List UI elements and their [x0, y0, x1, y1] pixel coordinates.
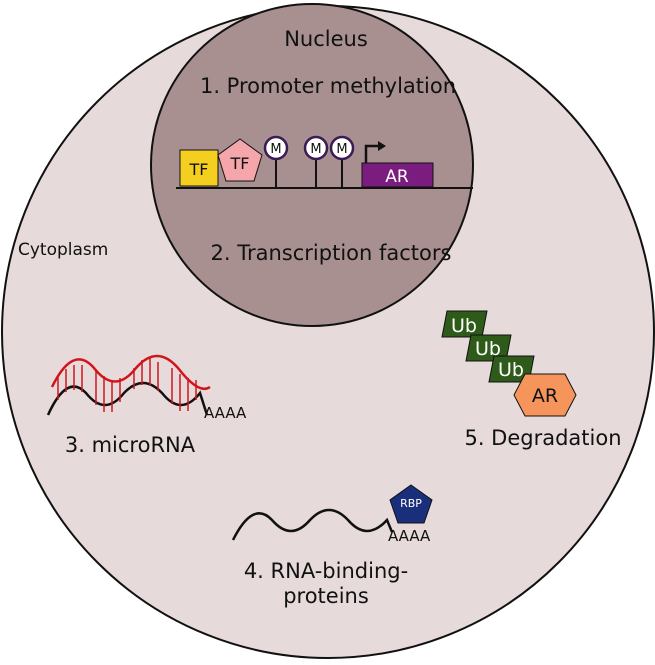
microrna-group: AAAA 3. microRNA — [46, 354, 247, 457]
nucleus-circle — [150, 3, 474, 327]
rbp-protein-label: RBP — [400, 497, 422, 510]
tf-pink-label: TF — [230, 154, 250, 173]
methyl-mark-2-label: M — [310, 142, 321, 157]
nucleus-label: Nucleus — [284, 27, 368, 51]
rbp-polya: AAAA — [388, 527, 431, 545]
ar-protein-hexagon — [513, 373, 577, 417]
methyl-mark-3-label: M — [336, 142, 347, 157]
ubiquitin-2-label: Ub — [475, 338, 501, 360]
tss-arrow — [364, 144, 378, 164]
rbp-group: RBP AAAA 4. RNA-binding- proteins — [231, 484, 433, 608]
tf-yellow-box — [179, 149, 219, 187]
ar-gene-label: AR — [385, 167, 409, 187]
methyl-mark-2 — [303, 135, 329, 161]
methyl-mark-1-label: M — [270, 142, 281, 157]
methyl-mark-3 — [329, 135, 355, 161]
tf-pink-pentagon — [217, 138, 263, 182]
gene-region: TF TF M M M AR — [176, 135, 473, 189]
promoter-methylation-label: 1. Promoter methylation — [200, 74, 456, 98]
tss-arrowhead — [378, 141, 386, 151]
rbp-label-line2: proteins — [283, 584, 369, 608]
tf-yellow-label: TF — [189, 160, 209, 179]
microrna-label: 3. microRNA — [65, 433, 196, 457]
ubiquitin-1-label: Ub — [451, 315, 477, 337]
transcription-factors-label: 2. Transcription factors — [211, 241, 452, 265]
mirna-polya: AAAA — [204, 404, 247, 422]
degradation-group: Ub Ub Ub AR 5. Degradation — [441, 310, 622, 450]
ar-protein-label: AR — [532, 385, 558, 407]
mrna-strand — [46, 381, 209, 416]
cytoplasm-label: Cytoplasm — [18, 240, 108, 260]
rbp-mrna-strand — [231, 508, 394, 541]
degradation-label: 5. Degradation — [464, 426, 621, 450]
ubiquitin-3-label: Ub — [498, 359, 524, 381]
rbp-pentagon — [389, 484, 433, 524]
ar-gene-box — [361, 162, 434, 188]
mirna-base-pairs — [57, 358, 197, 412]
methyl-mark-1 — [263, 135, 289, 161]
rbp-label-line1: 4. RNA-binding- — [244, 559, 408, 583]
